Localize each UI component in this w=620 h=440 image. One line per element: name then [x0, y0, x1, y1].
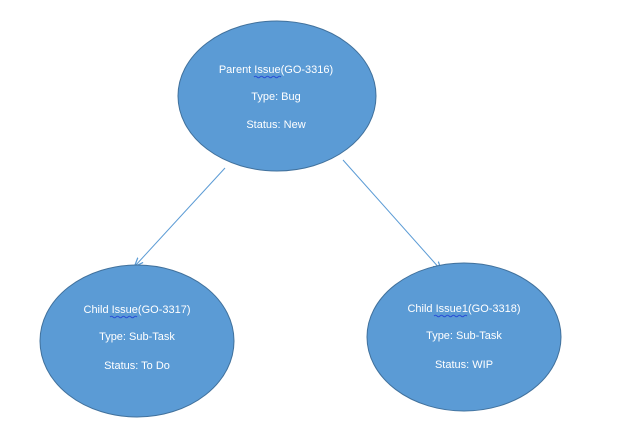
node-parent-shape: [177, 20, 377, 172]
node-parent-type: Type: Bug: [251, 91, 301, 103]
node-child1-status: Status: To Do: [104, 360, 170, 372]
node-child1-title-word: Issue: [112, 304, 138, 316]
node-child2: Child Issue1(GO-3318) Type: Sub-Task Sta…: [366, 262, 562, 412]
node-child2-status: Status: WIP: [435, 359, 493, 371]
node-child2-title-word: Issue1: [436, 303, 468, 315]
node-parent: Parent Issue(GO-3316) Type: Bug Status: …: [177, 20, 377, 172]
node-child1-type: Type: Sub-Task: [99, 331, 175, 343]
node-parent-status: Status: New: [246, 119, 305, 131]
edge-parent-to-child2: [342, 159, 441, 270]
node-child2-title: Child Issue1(GO-3318): [407, 303, 520, 315]
node-parent-title: Parent Issue(GO-3316): [219, 64, 333, 76]
node-child2-shape: [366, 262, 562, 412]
node-child1-spellcheck-underline: [109, 315, 138, 319]
node-child2-type: Type: Sub-Task: [426, 330, 502, 342]
node-child2-spellcheck-underline: [433, 314, 468, 318]
node-child1-title: Child Issue(GO-3317): [84, 304, 191, 316]
node-parent-title-word: Issue: [254, 64, 280, 76]
node-child1: Child Issue(GO-3317) Type: Sub-Task Stat…: [39, 264, 235, 418]
node-child1-shape: [39, 264, 235, 418]
edge-parent-to-child1: [135, 167, 226, 266]
node-parent-spellcheck-underline: [253, 75, 282, 79]
